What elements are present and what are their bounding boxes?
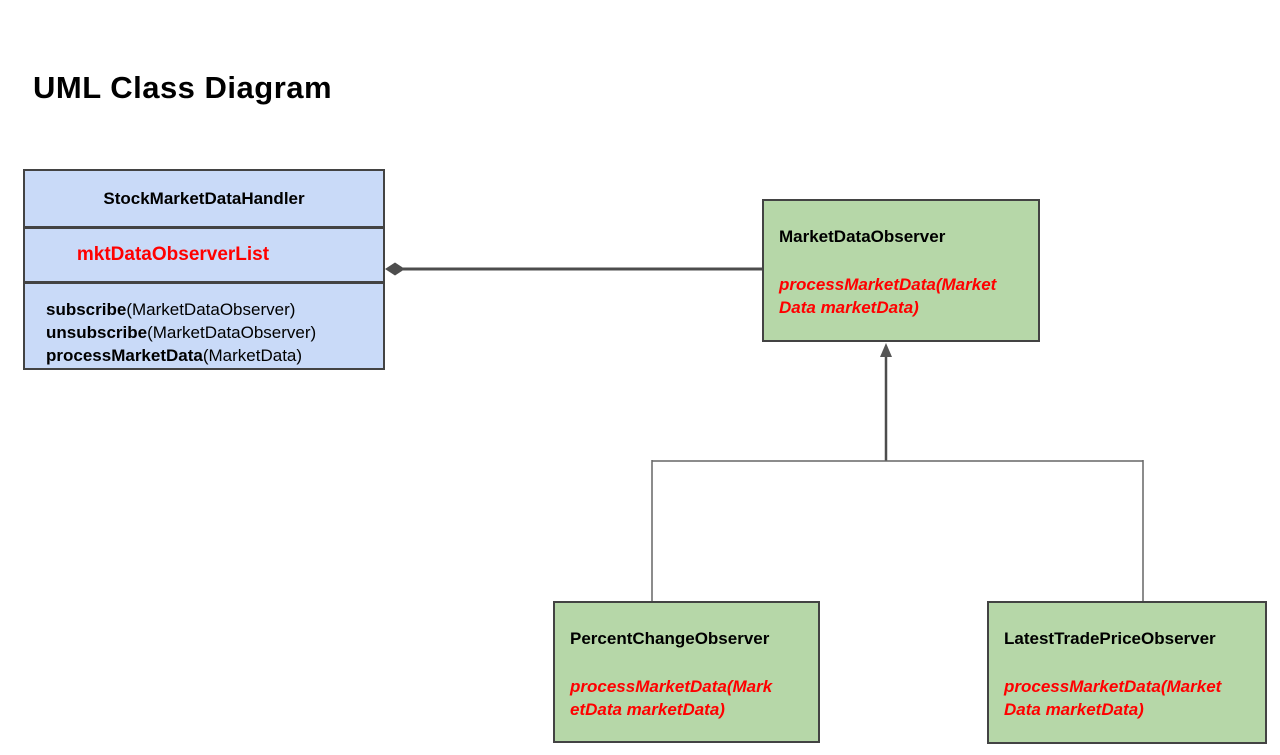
method-unsubscribe: unsubscribe(MarketDataObserver): [46, 323, 317, 342]
class-box-stockmarketdatahandler: StockMarketDataHandler mktDataObserverLi…: [23, 169, 385, 370]
method-line: Data marketData): [1004, 700, 1144, 719]
method-subscribe: subscribe(MarketDataObserver): [46, 300, 296, 319]
attribute-mktdataobserverlist: mktDataObserverList: [76, 244, 270, 265]
class-name-latesttradepriceobserver: LatestTradePriceObserver: [1004, 629, 1216, 648]
method-processmarketdata-impl: processMarketData(Market Data marketData…: [1004, 675, 1250, 721]
method-processmarketdata-impl: processMarketData(Mark etData marketData…: [570, 675, 803, 721]
class-box-marketdataobserver: MarketDataObserver processMarketData(Mar…: [762, 199, 1040, 342]
method-line: etData marketData): [570, 700, 725, 719]
method-line: processMarketData(Mark: [570, 677, 773, 696]
class-box-latesttradepriceobserver: LatestTradePriceObserver processMarketDa…: [987, 601, 1267, 744]
method-line: processMarketData(Market: [1004, 677, 1222, 696]
section-divider: [25, 281, 383, 284]
page-title: UML Class Diagram: [33, 70, 333, 105]
methods-list: subscribe(MarketDataObserver) unsubscrib…: [25, 284, 383, 368]
arrowhead-up-icon: [880, 343, 892, 357]
method-processmarketdata: processMarketData(MarketData): [46, 346, 303, 365]
method-line: processMarketData(Market: [779, 275, 997, 294]
aggregation-diamond-icon: [385, 262, 405, 276]
section-divider: [25, 226, 383, 229]
class-name-stockmarketdatahandler: StockMarketDataHandler: [103, 188, 305, 208]
class-name-percentchangeobserver: PercentChangeObserver: [570, 629, 770, 648]
class-name-marketdataobserver: MarketDataObserver: [779, 227, 946, 246]
method-line: Data marketData): [779, 298, 919, 317]
method-processmarketdata-abstract: processMarketData(Market Data marketData…: [779, 273, 1023, 319]
class-box-percentchangeobserver: PercentChangeObserver processMarketData(…: [553, 601, 820, 743]
